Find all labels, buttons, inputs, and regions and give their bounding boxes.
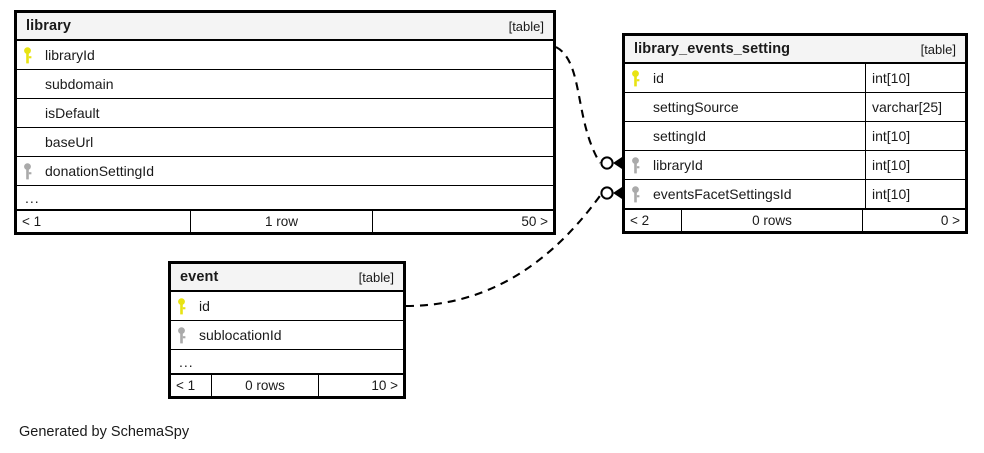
footer-prev-link[interactable]: < 1 <box>22 214 42 229</box>
table-footer-library-events-setting: < 2 0 rows 0 > <box>625 209 965 231</box>
footer-prev-link[interactable]: < 2 <box>630 213 650 228</box>
column-name: eventsFacetSettingsId <box>653 186 792 202</box>
column-type: int[10] <box>865 180 965 208</box>
column-name: isDefault <box>45 105 100 121</box>
column-type: varchar[25] <box>865 93 965 121</box>
footer-row-count: 0 rows <box>681 210 863 231</box>
more-columns-indicator: ... <box>171 350 403 374</box>
primary-key-icon <box>625 64 645 92</box>
table-title-library-events-setting: library_events_setting <box>634 41 791 57</box>
table-header-library: library [table] <box>17 13 553 41</box>
footer-row-count: 0 rows <box>211 375 319 396</box>
entity-table-library-events-setting[interactable]: library_events_setting [table] id int[10… <box>622 33 968 234</box>
table-footer-event: < 1 0 rows 10 > <box>171 374 403 396</box>
table-footer-library: < 1 1 row 50 > <box>17 210 553 232</box>
table-row[interactable]: sublocationId <box>171 321 403 350</box>
entity-table-library[interactable]: library [table] libraryId subdomain isDe… <box>14 10 556 235</box>
endpoint-marker-events-facet-settings-id <box>600 186 622 200</box>
table-row[interactable]: isDefault <box>17 99 553 128</box>
foreign-key-icon <box>171 321 191 349</box>
column-name: baseUrl <box>45 134 94 150</box>
table-header-event: event [table] <box>171 264 403 292</box>
column-name: settingSource <box>653 99 739 115</box>
footer-next-link[interactable]: 50 > <box>521 214 548 229</box>
foreign-key-icon <box>625 180 645 208</box>
foreign-key-icon <box>625 151 645 179</box>
column-type: int[10] <box>865 122 965 150</box>
column-name: donationSettingId <box>45 163 154 179</box>
generated-by-caption: Generated by SchemaSpy <box>19 424 190 440</box>
table-row[interactable]: settingId int[10] <box>625 122 965 151</box>
column-name: id <box>653 70 664 86</box>
column-type: int[10] <box>865 151 965 179</box>
entity-table-event[interactable]: event [table] id sublocationId ... < 1 0… <box>168 261 406 399</box>
table-row[interactable]: id <box>171 292 403 321</box>
no-key-spacer <box>17 70 37 98</box>
endpoint-marker-library-id <box>600 156 622 170</box>
no-key-spacer <box>17 99 37 127</box>
footer-next-link[interactable]: 0 > <box>940 213 960 228</box>
no-key-spacer <box>625 122 645 150</box>
more-columns-indicator: ... <box>17 186 553 210</box>
column-name: settingId <box>653 128 706 144</box>
primary-key-icon <box>17 41 37 69</box>
footer-prev-link[interactable]: < 1 <box>176 378 196 393</box>
table-row[interactable]: id int[10] <box>625 64 965 93</box>
table-row[interactable]: eventsFacetSettingsId int[10] <box>625 180 965 209</box>
table-row[interactable]: libraryId int[10] <box>625 151 965 180</box>
no-key-spacer <box>625 93 645 121</box>
primary-key-icon <box>171 292 191 320</box>
column-type: int[10] <box>865 64 965 92</box>
column-name: subdomain <box>45 76 114 92</box>
table-header-library-events-setting: library_events_setting [table] <box>625 36 965 64</box>
column-name: libraryId <box>653 157 703 173</box>
table-row[interactable]: subdomain <box>17 70 553 99</box>
footer-row-count: 1 row <box>190 211 373 232</box>
table-title-event: event <box>180 269 219 285</box>
table-row[interactable]: baseUrl <box>17 128 553 157</box>
table-row[interactable]: settingSource varchar[25] <box>625 93 965 122</box>
relationship-library-to-library-events-setting <box>555 46 601 164</box>
table-title-library: library <box>26 18 72 34</box>
table-row[interactable]: donationSettingId <box>17 157 553 186</box>
table-type-tag: [table] <box>920 41 956 57</box>
column-name: libraryId <box>45 47 95 63</box>
footer-next-link[interactable]: 10 > <box>371 378 398 393</box>
table-type-tag: [table] <box>508 18 544 34</box>
column-name: id <box>199 298 210 314</box>
foreign-key-icon <box>17 157 37 185</box>
table-type-tag: [table] <box>358 269 394 285</box>
no-key-spacer <box>17 128 37 156</box>
column-name: sublocationId <box>199 327 282 343</box>
table-row[interactable]: libraryId <box>17 41 553 70</box>
